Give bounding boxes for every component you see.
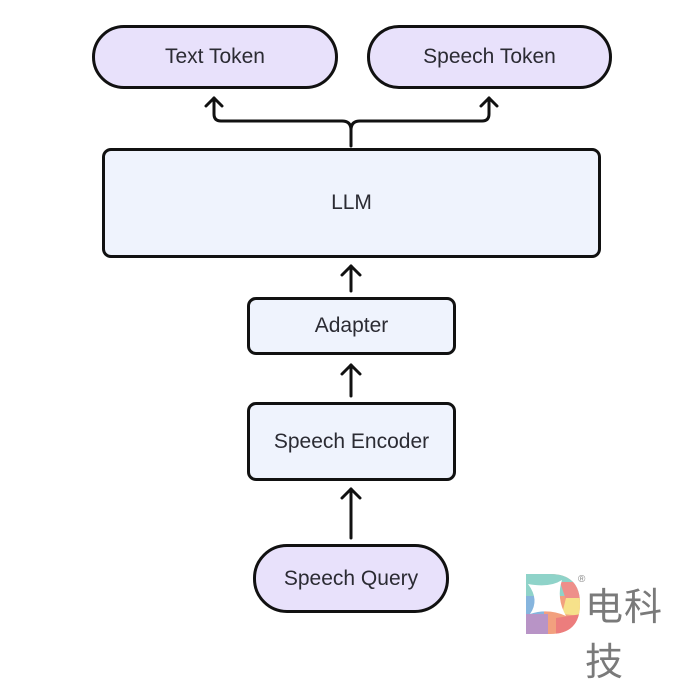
edge-llm-to-tokens (212, 96, 353, 148)
adapter-node: Adapter (247, 297, 456, 355)
arrowhead-encoder (340, 487, 362, 500)
logo-d-icon (526, 574, 580, 634)
watermark-text: 电科技 (585, 585, 664, 684)
registered-mark: ® (578, 574, 586, 585)
edges-layer (204, 96, 499, 540)
text-token-node: Text Token (92, 25, 338, 89)
text-token-label: Text Token (164, 45, 265, 68)
speech-token-node: Speech Token (367, 25, 612, 89)
speech-token-label: Speech Token (423, 45, 556, 68)
llm-node: LLM (102, 148, 601, 258)
arrowhead-speech-token (479, 96, 499, 108)
speech-query-label: Speech Query (283, 566, 419, 590)
adapter-label: Adapter (314, 314, 389, 337)
speech-encoder-node: Speech Encoder (247, 402, 456, 481)
llm-label: LLM (331, 191, 372, 214)
arrowhead-llm (340, 264, 362, 277)
speech-encoder-label: Speech Encoder (273, 429, 430, 453)
edge-llm-to-speech-token (349, 96, 491, 132)
arrowhead-text-token (204, 96, 224, 108)
arrowhead-adapter (340, 363, 362, 376)
watermark-logo: ® 电科技 (526, 574, 698, 684)
speech-query-node: Speech Query (253, 544, 449, 613)
